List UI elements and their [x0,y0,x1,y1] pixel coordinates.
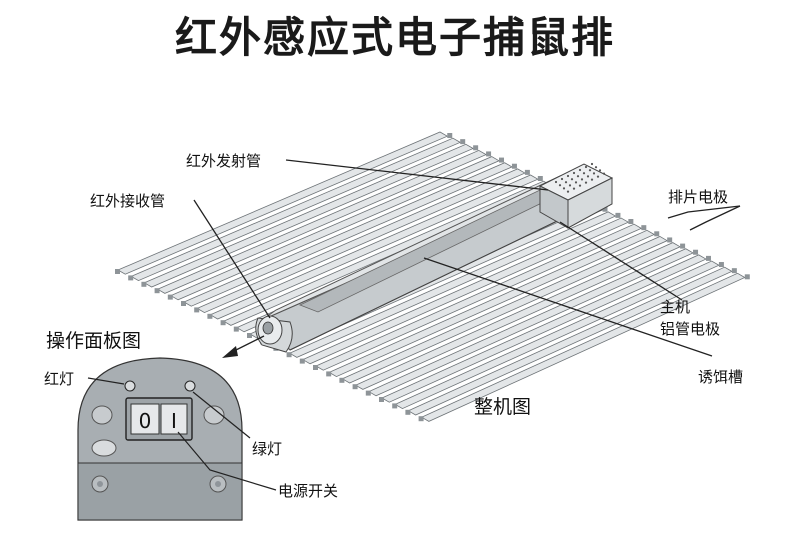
vent-hole [584,181,588,184]
plate-tab [141,281,147,287]
electrode-label: 排片电极 [668,188,729,206]
plate-tab [247,333,252,338]
plate-tab [181,301,186,306]
leader-lines [193,159,741,357]
vent-hole [566,190,570,193]
vent-hole [558,184,562,187]
vent-hole [572,187,576,190]
vent-hole [580,178,584,181]
plate-tab [615,212,621,218]
page-title: 红外感应式电子捕鼠排 [174,13,615,62]
vent-hole [596,175,600,178]
vent-hole [568,184,572,187]
plate-tab [602,206,608,212]
vent-hole [592,172,596,175]
red-indicator-light [124,380,136,392]
panel-view-label: 操作面板图 [46,330,142,352]
green-light-label: 绿灯 [252,440,283,458]
vent-hole [566,174,570,178]
host-aluminum-tube [261,175,581,351]
plate-tab [537,176,543,182]
plate-tab [167,294,173,300]
plate-tab [460,139,466,145]
plate-tab [524,169,530,175]
plate-tab [473,145,479,151]
switch-on-label: I [171,409,177,433]
plate-tab [641,225,647,231]
plate-tab [654,231,660,237]
plate-tab [392,403,398,409]
vent-hole [590,162,594,166]
vent-hole [560,177,564,181]
emitter-label: 红外发射管 [186,152,262,170]
plate-tab [718,262,724,268]
plate-tab [486,151,492,157]
vent-hole [562,187,566,190]
vent-hole [578,168,582,172]
vent-hole [584,165,588,169]
vent-hole [586,175,590,178]
plate-tab [365,390,371,396]
plate-tab [286,352,292,358]
plate-tab [705,255,711,261]
vent-hole [570,178,574,181]
plate-tab [352,384,358,390]
plate-tab [233,326,239,332]
plate-tab [115,269,120,274]
vent-hole [602,172,606,175]
host-label: 主机 [660,298,691,316]
plate-tab [418,416,424,422]
plate-tab [405,409,411,415]
plate-tab [220,320,226,326]
plate-tab [207,313,213,319]
vent-hole [572,171,576,175]
red-light-label: 红灯 [44,370,75,388]
vent-hole [590,178,594,181]
vent-hole [554,180,558,184]
green-indicator-light [184,380,196,392]
plate-tab [379,397,384,402]
plate-tab [499,157,505,163]
plate-tab [313,365,318,370]
plate-tab [693,249,699,255]
vent-hole [588,169,592,172]
plate-tab [744,274,750,280]
vent-hole [598,169,602,172]
plate-tab [511,163,517,169]
plate-tab [339,377,345,383]
vent-holes [554,162,606,193]
plate-tab [628,219,634,225]
plate-tab [299,358,305,364]
switch-off-label: 0 [139,409,152,433]
receiver-label: 红外接收管 [90,192,166,210]
plate-tab [731,268,737,274]
operation-panel: 0 I [77,357,277,521]
vent-hole [564,181,568,184]
panel-arrow [222,335,265,358]
plate-tab [128,275,134,281]
plate-tab [667,237,673,243]
vent-hole [594,166,598,169]
vent-hole [574,181,578,184]
host-tube-label: 铝管电极 [660,320,721,338]
power-switch-label: 电源开关 [278,482,339,500]
vent-hole [578,184,582,187]
vent-hole [576,175,580,178]
plate-tab [326,371,332,377]
plate-tab [680,243,686,249]
plate-tab [194,307,200,313]
plate-tab [447,133,453,138]
receiver-end-cap [255,315,293,353]
vent-hole [582,172,586,175]
emitter-host-box [538,162,614,229]
bait-label: 诱饵槽 [698,368,744,386]
plate-tab [154,288,160,294]
whole-view-label: 整机图 [474,396,532,418]
